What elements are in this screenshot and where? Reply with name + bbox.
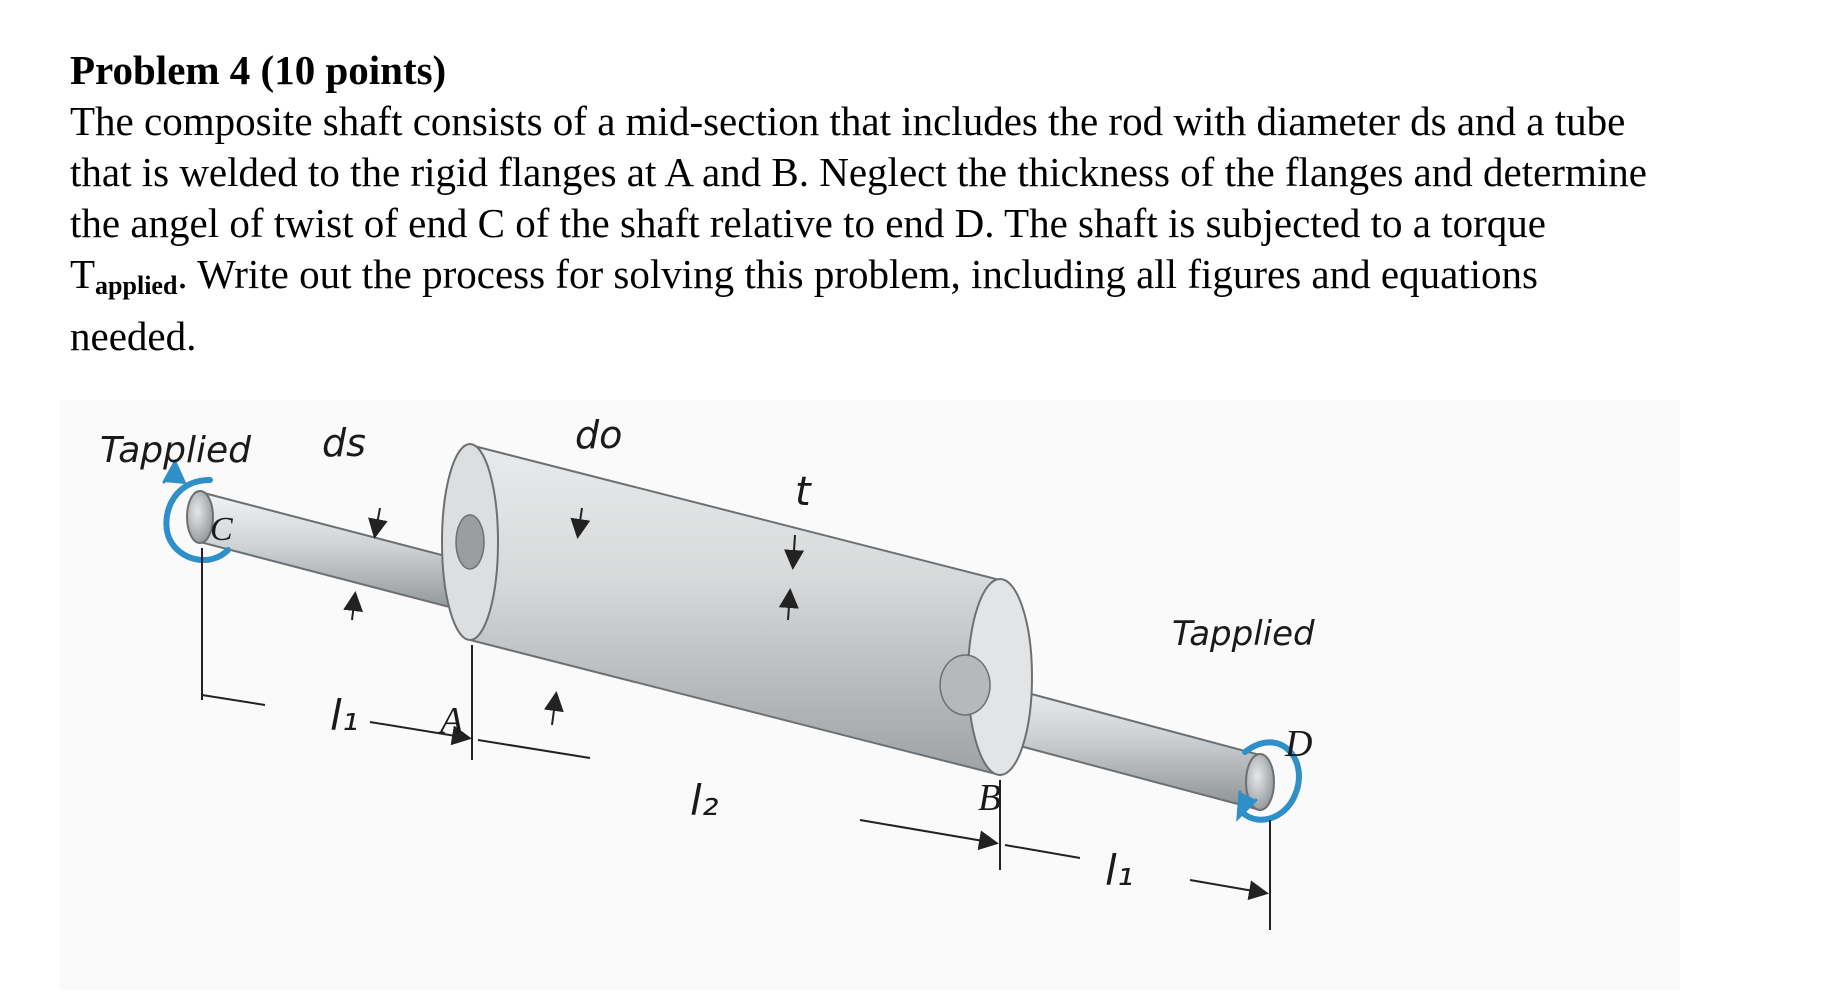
label-t: t	[795, 469, 812, 515]
tube-section	[441, 443, 1033, 777]
rod-exit-b	[939, 654, 991, 716]
dimension-lines	[201, 548, 1271, 930]
end-c-face	[186, 490, 214, 544]
torque-arrow-right	[1236, 739, 1302, 823]
label-c: C	[210, 511, 233, 548]
torque-symbol: T	[70, 251, 96, 297]
problem-line-3: the angel of twist of end C of the shaft…	[70, 200, 1546, 246]
shaft-figure: Tapplied ds do t Tapplied C A B D l₁ l₂ …	[60, 400, 1680, 990]
problem-line-1: The composite shaft consists of a mid-se…	[70, 98, 1626, 144]
end-d-face	[1245, 753, 1275, 811]
torque-subscript: applied	[95, 271, 178, 300]
shaft-diagram: Tapplied ds do t Tapplied C A B D l₁ l₂ …	[60, 400, 1680, 990]
torque-arrow-left	[162, 458, 231, 563]
label-d: D	[1284, 723, 1312, 765]
label-l1-right: l₁	[1105, 846, 1134, 895]
problem-line-5: needed.	[70, 313, 197, 359]
label-l1-left: l₁	[330, 691, 359, 740]
label-b: B	[978, 777, 1001, 819]
label-a: A	[437, 700, 464, 742]
problem-line-4: Tapplied. Write out the process for solv…	[70, 249, 1810, 311]
problem-line-4-rest: . Write out the process for solving this…	[177, 251, 1539, 297]
problem-statement: Problem 4 (10 points) The composite shaf…	[70, 45, 1810, 362]
problem-line-2: that is welded to the rigid flanges at A…	[70, 149, 1647, 195]
problem-title: Problem 4 (10 points)	[70, 47, 447, 93]
label-l2: l₂	[690, 776, 719, 825]
label-tapplied-left: Tapplied	[100, 430, 252, 471]
label-ds: ds	[322, 421, 366, 465]
pointer-arrows	[343, 507, 805, 726]
rod-inside-tube	[455, 514, 485, 570]
label-tapplied-right: Tapplied	[1172, 614, 1315, 654]
label-do: do	[575, 413, 622, 457]
